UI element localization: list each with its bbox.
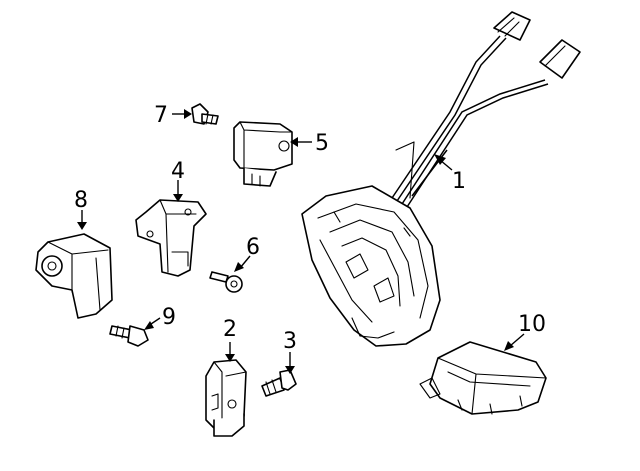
callout-3: 3: [283, 329, 297, 354]
callout-7: 7: [154, 103, 168, 128]
sensor-part-4: [135, 199, 207, 277]
callout-5: 5: [315, 131, 329, 156]
callout-10: 10: [518, 312, 546, 337]
bolt-part-7: [191, 103, 219, 125]
sensor-part-8: [35, 233, 113, 319]
callout-9: 9: [162, 305, 176, 330]
bolt-part-3: [261, 369, 297, 397]
callout-2: 2: [223, 317, 237, 342]
clock-spring-assembly: [301, 11, 581, 347]
leader-lines: [77, 109, 525, 374]
airbag-control-module: [419, 341, 547, 415]
callout-1: 1: [452, 169, 466, 194]
bolt-part-9: [109, 325, 149, 347]
screw-part-6: [209, 271, 243, 293]
callout-4: 4: [171, 159, 185, 184]
sensor-part-2: [205, 359, 247, 437]
sensor-part-5: [233, 121, 293, 187]
callout-6: 6: [246, 235, 260, 260]
callout-8: 8: [74, 188, 88, 213]
